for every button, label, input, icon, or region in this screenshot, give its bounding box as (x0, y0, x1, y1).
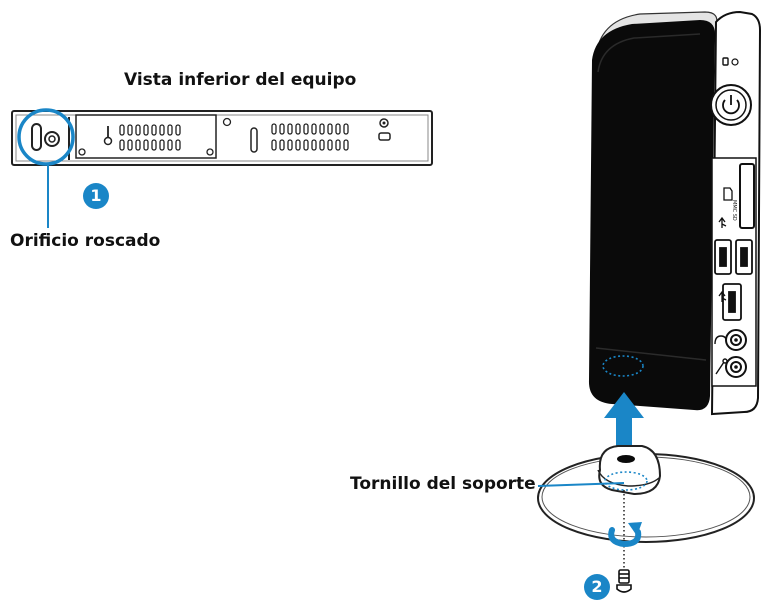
stand-base (537, 445, 755, 543)
stand-screw-highlight (604, 471, 648, 491)
step-2-badge: 2 (584, 574, 610, 600)
mini-pc-device: MMC SD (588, 10, 762, 416)
device-hole-highlight (602, 355, 644, 377)
step-1-badge: 1 (83, 183, 109, 209)
screw-icon (616, 569, 632, 593)
sd-card-slot: MMC SD (723, 163, 755, 229)
microphone-jack (725, 356, 747, 378)
threaded-hole-highlight (17, 108, 75, 166)
usb-port-pair (714, 239, 753, 275)
rotate-arrow-icon (608, 522, 642, 548)
threaded-hole-label: Orificio roscado (10, 231, 161, 251)
bottom-view-panel (11, 110, 433, 166)
access-cover (75, 114, 217, 159)
svg-text:MMC SD: MMC SD (731, 200, 737, 221)
usb-port-single (722, 283, 742, 321)
vent-group-2 (271, 123, 349, 151)
device-front-face (588, 20, 716, 411)
bottom-view-title: Vista inferior del equipo (124, 70, 357, 90)
slot-oval (31, 123, 42, 151)
power-button (710, 84, 752, 126)
stand-screw-leader (537, 482, 625, 487)
threaded-hole-mark (44, 131, 60, 147)
usb-icon (718, 216, 727, 228)
hdd-led-icon (722, 57, 739, 66)
vent-group-1 (119, 124, 181, 151)
up-arrow-icon (604, 392, 644, 446)
headphone-jack (725, 329, 747, 351)
stand-screw-label: Tornillo del soporte (350, 474, 536, 494)
sd-card-icon (723, 187, 733, 201)
power-icon (722, 95, 740, 115)
